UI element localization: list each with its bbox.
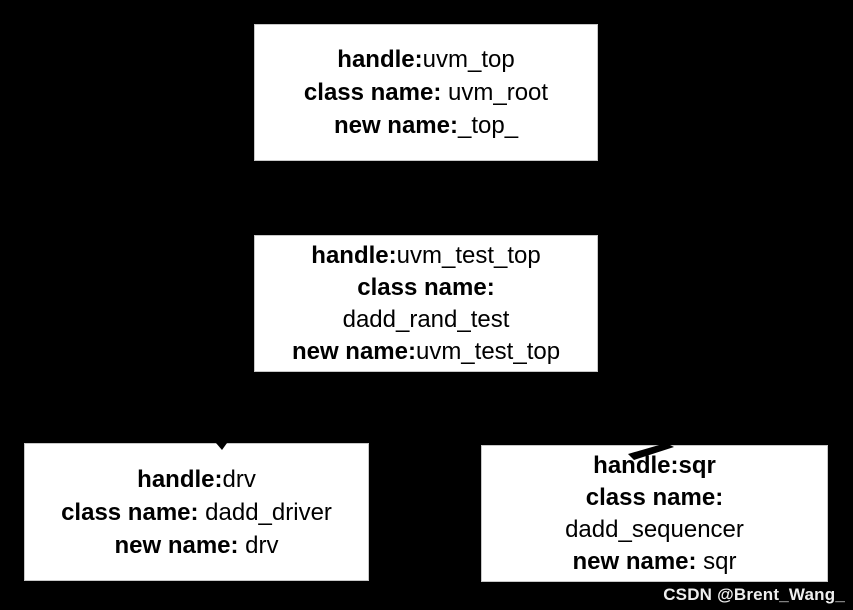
node-line: new name:_top_ xyxy=(255,109,597,142)
node-uvm-test-top: handle:uvm_test_top class name: dadd_ran… xyxy=(254,235,598,372)
node-line: new name:uvm_test_top xyxy=(255,336,597,368)
field-value: uvm_root xyxy=(441,79,549,106)
field-label: class name: xyxy=(357,273,495,301)
field-value: sqr xyxy=(696,547,737,575)
field-value: drv xyxy=(238,531,279,559)
node-line: class name: xyxy=(255,272,597,304)
node-line: class name: uvm_root xyxy=(255,76,597,109)
node-uvm-top: handle:uvm_top class name: uvm_root new … xyxy=(254,24,598,161)
field-value: drv xyxy=(222,465,256,493)
field-label: class name: xyxy=(585,483,724,511)
field-label: handle: xyxy=(311,241,397,269)
node-drv: handle:drv class name: dadd_driver new n… xyxy=(24,443,369,581)
field-label: handle: xyxy=(337,46,423,73)
node-line: handle:uvm_top xyxy=(255,43,597,76)
node-line: handle:uvm_test_top xyxy=(255,240,597,272)
field-value: uvm_test_top xyxy=(415,337,561,365)
field-value: dadd_sequencer xyxy=(565,515,744,543)
field-label: class name: xyxy=(61,498,199,526)
node-sqr: handle:sqr class name: dadd_sequencer ne… xyxy=(481,445,828,582)
field-label: handle:sqr xyxy=(593,451,716,479)
field-label: handle: xyxy=(137,465,223,493)
node-line: handle:sqr xyxy=(482,450,827,482)
node-line: dadd_rand_test xyxy=(255,304,597,336)
node-line: dadd_sequencer xyxy=(482,514,827,546)
field-label: new name: xyxy=(291,337,416,365)
field-value: uvm_top xyxy=(422,46,515,73)
field-value: _top_ xyxy=(457,112,519,139)
field-value: uvm_test_top xyxy=(396,241,541,269)
node-line: class name: xyxy=(482,482,827,514)
field-label: new name: xyxy=(333,112,458,139)
field-value: dadd_rand_test xyxy=(342,305,510,333)
field-label: new name: xyxy=(572,547,697,575)
node-line: class name: dadd_driver xyxy=(25,496,368,529)
node-line: new name: drv xyxy=(25,529,368,562)
field-label: class name: xyxy=(303,79,442,106)
node-line: handle:drv xyxy=(25,463,368,496)
node-line: new name: sqr xyxy=(482,546,827,578)
field-label: new name: xyxy=(114,531,239,559)
watermark: CSDN @Brent_Wang_ xyxy=(663,585,845,604)
field-value: dadd_driver xyxy=(198,498,332,526)
